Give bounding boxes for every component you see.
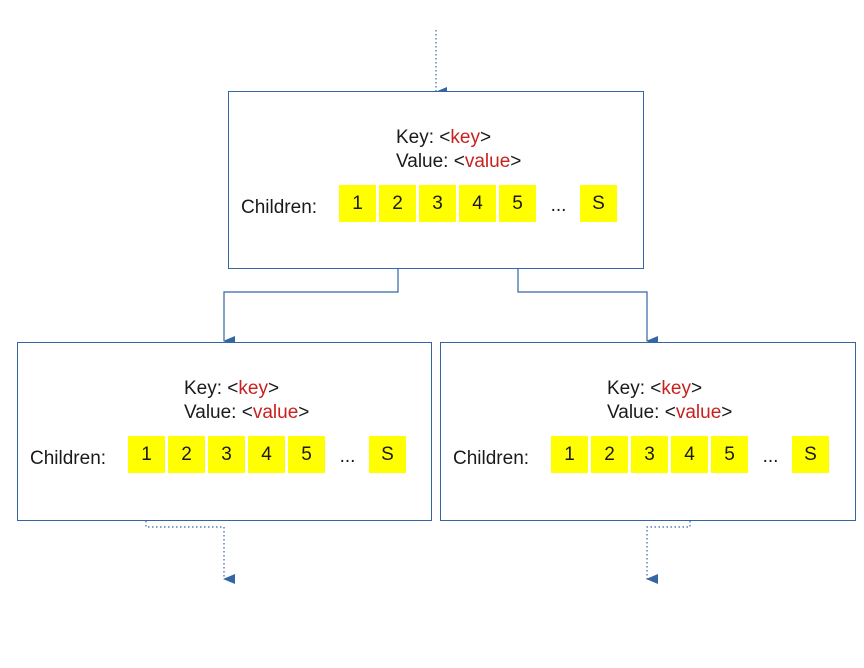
root-node: Key: <key> Value: <value> Children: 1 2 …	[228, 91, 644, 269]
child-slot-1: 1	[339, 185, 376, 222]
child-slot-5: 5	[711, 436, 748, 473]
key-prefix: Key: <	[184, 378, 239, 399]
key-line: Key: <key>	[184, 377, 309, 401]
child-slot-2: 2	[379, 185, 416, 222]
key-value-block: Key: <key> Value: <value>	[184, 377, 309, 425]
child-slot-2: 2	[168, 436, 205, 473]
value-prefix: Value: <	[184, 402, 253, 423]
child-slot-2: 2	[591, 436, 628, 473]
key-suffix: >	[479, 127, 492, 148]
value-suffix: >	[510, 151, 522, 172]
value-prefix: Value: <	[607, 402, 676, 423]
value-line: Value: <value>	[396, 150, 521, 174]
child-slot-s: S	[792, 436, 829, 473]
value-placeholder: value	[464, 151, 511, 172]
value-line: Value: <value>	[184, 401, 309, 425]
child-slot-3: 3	[208, 436, 245, 473]
children-label: Children:	[30, 448, 107, 469]
children-label: Children:	[241, 197, 318, 218]
key-line: Key: <key>	[607, 377, 732, 401]
key-placeholder: key	[661, 378, 691, 399]
child-slot-1: 1	[128, 436, 165, 473]
key-prefix: Key: <	[607, 378, 662, 399]
key-value-block: Key: <key> Value: <value>	[607, 377, 732, 425]
children-label: Children:	[453, 448, 530, 469]
key-placeholder: key	[238, 378, 268, 399]
child-slot-s: S	[369, 436, 406, 473]
child-slot-3: 3	[419, 185, 456, 222]
value-prefix: Value: <	[396, 151, 465, 172]
child-slot-s: S	[580, 185, 617, 222]
key-value-block: Key: <key> Value: <value>	[396, 126, 521, 174]
value-suffix: >	[298, 402, 310, 423]
key-placeholder: key	[450, 127, 480, 148]
key-suffix: >	[690, 378, 703, 399]
child-slot-ellipsis: ...	[762, 446, 779, 467]
left-child-node: Key: <key> Value: <value> Children: 1 2 …	[17, 342, 432, 521]
edge-left-slot-1-outgoing	[145, 473, 235, 584]
value-placeholder: value	[252, 402, 299, 423]
right-child-node: Key: <key> Value: <value> Children: 1 2 …	[440, 342, 856, 521]
key-line: Key: <key>	[396, 126, 521, 150]
child-slot-5: 5	[288, 436, 325, 473]
child-slot-5: 5	[499, 185, 536, 222]
value-line: Value: <value>	[607, 401, 732, 425]
child-slot-4: 4	[248, 436, 285, 473]
value-suffix: >	[721, 402, 733, 423]
child-slot-ellipsis: ...	[550, 195, 567, 216]
child-slot-1: 1	[551, 436, 588, 473]
key-suffix: >	[267, 378, 280, 399]
key-prefix: Key: <	[396, 127, 451, 148]
child-slot-3: 3	[631, 436, 668, 473]
child-slot-4: 4	[671, 436, 708, 473]
child-slot-ellipsis: ...	[339, 446, 356, 467]
child-slot-4: 4	[459, 185, 496, 222]
value-placeholder: value	[675, 402, 722, 423]
